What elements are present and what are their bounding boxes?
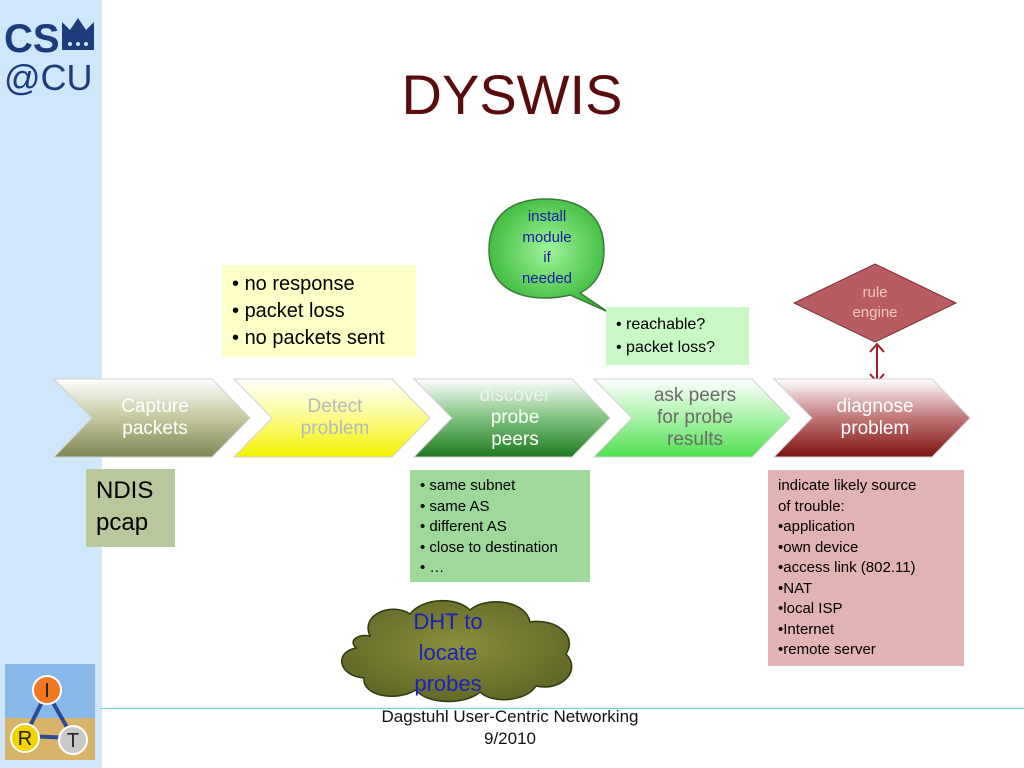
logo-cs-text: CS <box>4 17 60 61</box>
trouble-intro: of trouble: <box>778 497 845 515</box>
trouble-item: application <box>783 518 855 535</box>
trouble-item: Internet <box>783 620 835 638</box>
dht-line: locate <box>418 640 478 665</box>
detect-item: no packets sent <box>244 327 385 349</box>
step-label-line: results <box>667 429 723 450</box>
trouble-item: access link (802.11) <box>783 559 916 576</box>
peer-criteria-item: close to destination <box>429 538 558 556</box>
trouble-intro: indicate likely source <box>778 477 917 494</box>
slide-title: DYSWIS <box>401 63 623 126</box>
step-label-line: problem <box>300 418 370 439</box>
detect-item: packet loss <box>244 300 345 322</box>
trouble-item: own device <box>783 538 859 556</box>
crown-icon <box>62 18 94 50</box>
step-label-line: packets <box>122 418 188 439</box>
irt-letter-t: T <box>67 730 79 752</box>
irt-logo: I R T <box>5 664 95 760</box>
slide-footer: Dagstuhl User-Centric Networking 9/2010 <box>340 706 680 750</box>
install-module-bubble: install module if needed <box>484 195 614 315</box>
peer-criteria-box: • same subnet • same AS • different AS •… <box>410 470 590 582</box>
step-capture-packets: Capture packets <box>52 378 252 458</box>
dht-line: probes <box>414 671 482 696</box>
peer-criteria-item: different AS <box>429 518 507 535</box>
step-label-line: diagnose <box>836 396 914 417</box>
capture-tool: pcap <box>96 509 149 536</box>
peer-criteria-item: same subnet <box>429 477 516 494</box>
trouble-item: local ISP <box>783 600 843 617</box>
step-label-line: discover <box>479 385 551 406</box>
install-line: if <box>543 249 551 266</box>
step-ask-peers: ask peers for probe results <box>592 378 792 458</box>
step-label-line: ask peers <box>653 385 737 406</box>
detect-item: no response <box>244 273 355 295</box>
trouble-item: NAT <box>783 579 813 597</box>
irt-letter-i: I <box>44 680 50 702</box>
step-detect-problem: Detect problem <box>232 378 432 458</box>
cs-cu-logo: CS @CU <box>0 8 102 98</box>
rule-engine-line: engine <box>852 304 898 321</box>
reach-item: packet loss? <box>626 339 715 356</box>
rule-engine-line: rule <box>862 284 888 301</box>
peer-criteria-item: same AS <box>429 497 490 515</box>
step-discover-probe-peers: discover probe peers <box>412 378 612 458</box>
reach-item: reachable? <box>626 316 706 333</box>
capture-tools-box: NDIS pcap <box>86 469 175 547</box>
rule-engine-diamond: rule engine <box>792 263 958 343</box>
footer-divider <box>100 708 1024 709</box>
step-label-line: Detect <box>307 396 363 417</box>
trouble-item: remote server <box>783 641 876 658</box>
step-label-line: for probe <box>656 407 734 428</box>
capture-tool: NDIS <box>96 477 154 504</box>
trouble-sources-box: indicate likely source of trouble: •appl… <box>768 470 964 666</box>
dht-cloud: DHT to locate probes <box>330 596 582 704</box>
dht-line: DHT to <box>413 609 483 634</box>
step-label-line: Capture <box>121 396 189 417</box>
probe-results-box: • reachable? • packet loss? <box>606 307 749 365</box>
detect-conditions-box: • no response • packet loss • no packets… <box>222 265 416 357</box>
logo-cu-text: @CU <box>4 57 93 98</box>
footer-date: 9/2010 <box>484 729 536 748</box>
step-diagnose-problem: diagnose problem <box>772 378 972 458</box>
install-line: module <box>522 228 572 246</box>
footer-venue: Dagstuhl User-Centric Networking <box>381 707 639 726</box>
install-line: install <box>527 208 567 225</box>
step-label-line: peers <box>491 429 539 450</box>
step-label-line: problem <box>840 418 910 439</box>
install-line: needed <box>521 269 573 287</box>
step-label-line: probe <box>490 407 540 428</box>
irt-letter-r: R <box>18 728 32 750</box>
peer-criteria-item: … <box>429 559 445 576</box>
